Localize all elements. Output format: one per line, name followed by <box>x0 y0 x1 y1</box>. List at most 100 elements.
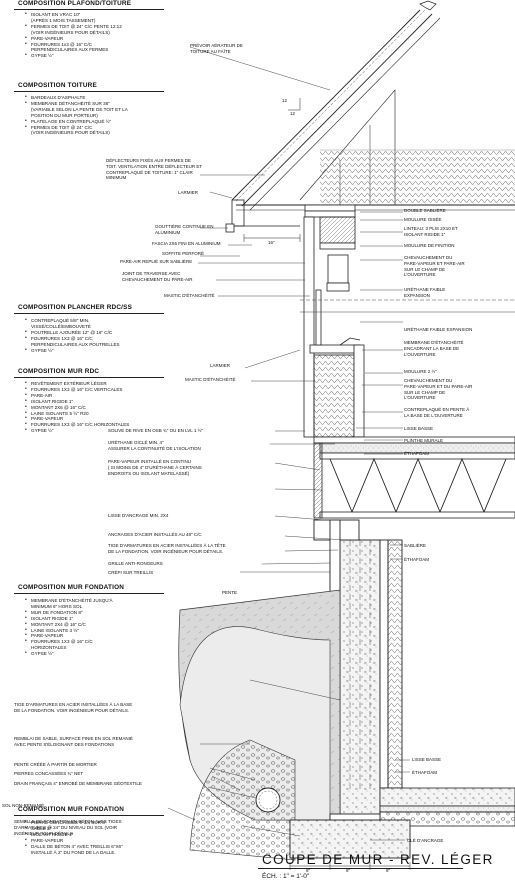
spec-item: GYPSE ½" <box>24 348 120 354</box>
spec-item: MEMBRANE DÉTANCHÉITÉ SUR 36" <box>24 101 128 107</box>
spec-item: FOURRURES 1X3 @ 16" C/C <box>24 639 113 645</box>
spec-item: CONTREPLAQUÉ 5/8" MIN. <box>24 318 120 324</box>
spec-item: SABLE 2" <box>24 826 123 832</box>
spec-item: MINIMUM 6" HORS SOL <box>31 603 83 609</box>
callout-tige-base: TIGE D'ARMATURES EN ACIER INSTALLÉES À L… <box>14 702 133 713</box>
top-plates <box>304 204 356 292</box>
title-underline <box>258 868 463 869</box>
section-list-toiture: BARDEAUX D'ASPHALTEMEMBRANE DÉTANCHÉITÉ … <box>24 95 128 136</box>
callout-solive-rive: SOLIVE DE RIVE EN OSB ¾" OU EN LVL 1 ½" <box>108 428 203 433</box>
spec-item: FOURRURES 1X3 @ 16" C/C <box>24 336 120 342</box>
callout-pente: PENTE <box>222 590 238 595</box>
callout-fascia: FASCIA 2X6 FINI EN ALUMINIUM <box>152 241 221 246</box>
section-rule <box>14 815 164 816</box>
spec-item: ISOLANT EN VRAC 10" <box>24 12 122 18</box>
floor-system <box>313 436 515 519</box>
drawing-title: COUPE DE MUR - REV. LÉGER <box>262 852 494 867</box>
spec-item: (VOIR INGÉNIEURS POUR DÉTAILS) <box>31 130 110 136</box>
wall-rdc <box>303 216 365 438</box>
spec-item: (VOIR INGÉNIEURS POUR DÉTAILS) <box>31 29 110 35</box>
spec-item: MUR DE FONDATION 8" <box>24 610 113 616</box>
slope-marker <box>288 98 301 111</box>
callout-sabliere: SABLIÈRE <box>404 543 427 548</box>
callout-ethafoam-2: ÉTHAFOAM <box>404 557 430 562</box>
spec-item: ISOLANT RIGIDE 1" <box>24 832 123 838</box>
spec-item: (APRÈS 1 MOIS TASSEMENT) <box>31 17 96 23</box>
dimension-slope-12-run: 12 <box>290 111 296 116</box>
spec-item: FERMES DE TOIT @ 24" C/C PENTE 12:12 <box>24 24 122 30</box>
section-rule <box>14 91 164 92</box>
callout-grille: GRILLE ANTI-RONGEURS <box>108 561 163 566</box>
callout-remblai: REMBLAI DE SABLE, SURFACE FINIE EN SOL R… <box>14 736 133 747</box>
spec-item: MEMBRANE D'ÉTANCHÉITÉ JUSQU'À <box>24 598 113 604</box>
spec-item: HORIZONTALES <box>31 645 67 651</box>
callout-tige-tete: TIGE D'ARMATURES EN ACIER INSTALLÉES À L… <box>108 543 226 554</box>
section-list-dalle: PIERRE CONCASSÉE 0-3/4 SUR 8"SABLE 2"ISO… <box>24 820 123 855</box>
spec-item: PARE-VAPEUR <box>24 416 129 422</box>
spec-item: LAINE ISOLANTE 3 ½" <box>24 628 113 634</box>
crushed-stone <box>189 739 296 861</box>
spec-item: PLATELAGE EN CONTREPLAQUÉ ½" <box>24 119 128 125</box>
section-title-plancher: COMPOSITION PLANCHER RDC/SS <box>18 304 133 311</box>
dimension-footing-2: 8" <box>346 868 351 873</box>
spec-item: POUTRELLE AJOURÉE 12" @ 16" C/C <box>24 330 120 336</box>
section-title-plafond: COMPOSITION PLAFOND/TOITURE <box>18 0 132 7</box>
callout-cle-ancrage: CLÉ D'ANCRAGE <box>407 838 444 843</box>
spec-item: PERPENDICULAIRES AUX FERMES <box>31 47 109 53</box>
callout-crepi: CRÉPI SUR TREILLIS <box>108 570 154 575</box>
callout-pente-mortier: PENTE CRÉÉE À PARTIR DE MORTIER <box>14 762 97 767</box>
callout-moulure-finition: MOULURE DE FINITION <box>404 243 455 248</box>
spec-item: PARE-VAPEUR <box>24 36 122 42</box>
spec-item: PARE-AIR <box>24 393 129 399</box>
section-rule <box>14 9 164 10</box>
footing-dimensions <box>289 862 411 870</box>
slab <box>379 787 515 827</box>
spec-item: INSTALLÉ À 2" DU FOND DE LA DALLE. <box>31 849 116 855</box>
callout-lisse-ancrage: LISSE D'ANCRAGE MIN. 2X4 <box>108 513 169 518</box>
callout-soffite: SOFFITE PERFORÉ <box>162 251 205 256</box>
spec-item: GYPSE ½" <box>24 53 122 59</box>
callout-sol-non-remanie: SOL NON-REMANIÉ <box>2 803 45 808</box>
french-drain <box>255 787 281 813</box>
callout-semelle: SEMELLE DE FONDATION EN BÉTON AVEC TIGES… <box>14 819 122 836</box>
spec-item: PIERRE CONCASSÉE 0-3/4 SUR 8" <box>24 820 123 826</box>
callout-lisse-basse-2: LISSE BASSE <box>412 757 442 762</box>
spec-item: FOURRURES 1x3 @ 16" C/C <box>24 42 122 48</box>
spec-item: PARE-VAPEUR <box>24 838 123 844</box>
spec-item: PARE-VAPEUR <box>24 633 113 639</box>
eaves-fascia <box>225 199 300 233</box>
callout-ancrages: ANCRAGES D'ACIER INSTALLÉS AU 48" C/C <box>108 532 202 537</box>
spec-item: (VARIABLE SELON LA PENTE DE TOIT ET LA <box>31 106 128 112</box>
section-rule <box>14 593 164 594</box>
section-rule <box>14 377 164 378</box>
callout-urethane-gicle: URÉTHANE GICLÉ MIN. 4"ASSURER LA CONTINU… <box>108 440 201 451</box>
callout-drain: DRAIN FRANÇAIS 4" ENROBÉ DE MEMBRANE GÉO… <box>14 781 142 786</box>
callout-pierres: PIERRES CONCASSÉES ¾" NET <box>14 771 84 776</box>
section-title-dalle: COMPOSITION MUR FONDATION <box>18 806 125 813</box>
footing <box>289 813 411 859</box>
spec-item: ISOLANT RIGIDE 1" <box>24 399 129 405</box>
drawing-scale: ÉCH. : 1" = 1'-0" <box>262 873 310 880</box>
spec-item: MONTANT 2X6 @ 16" C/C <box>24 405 129 411</box>
callout-plinthe: PLINTHE MURALE <box>404 438 444 443</box>
spec-item: LAINE ISOLANTE 5 ½" R20 <box>24 411 129 417</box>
spec-item: PERPENDICULAIRES AUX POUTRELLES <box>31 341 120 347</box>
spec-item: FOURRURES 1X3 @ 16" C/C HORIZONTALES <box>24 422 129 428</box>
leader-lines <box>167 46 410 841</box>
callout-larmier-roof: LARMIER <box>178 190 199 195</box>
callout-double-sabliere: DOUBLE SABLIÈRE <box>404 208 446 213</box>
callout-moulure-2: MOULURE 2 ½" <box>404 369 437 374</box>
callout-pare-vapeur-continu: PARE-VAPEUR INSTALLÉ EN CONTINU( SI MOIN… <box>108 459 202 476</box>
dimension-footing-3: 8" <box>386 868 391 873</box>
callout-lisse-basse-1: LISSE BASSE <box>404 426 434 431</box>
callout-mastic-1: MASTIC D'ÉTANCHÉITÉ <box>164 293 215 298</box>
